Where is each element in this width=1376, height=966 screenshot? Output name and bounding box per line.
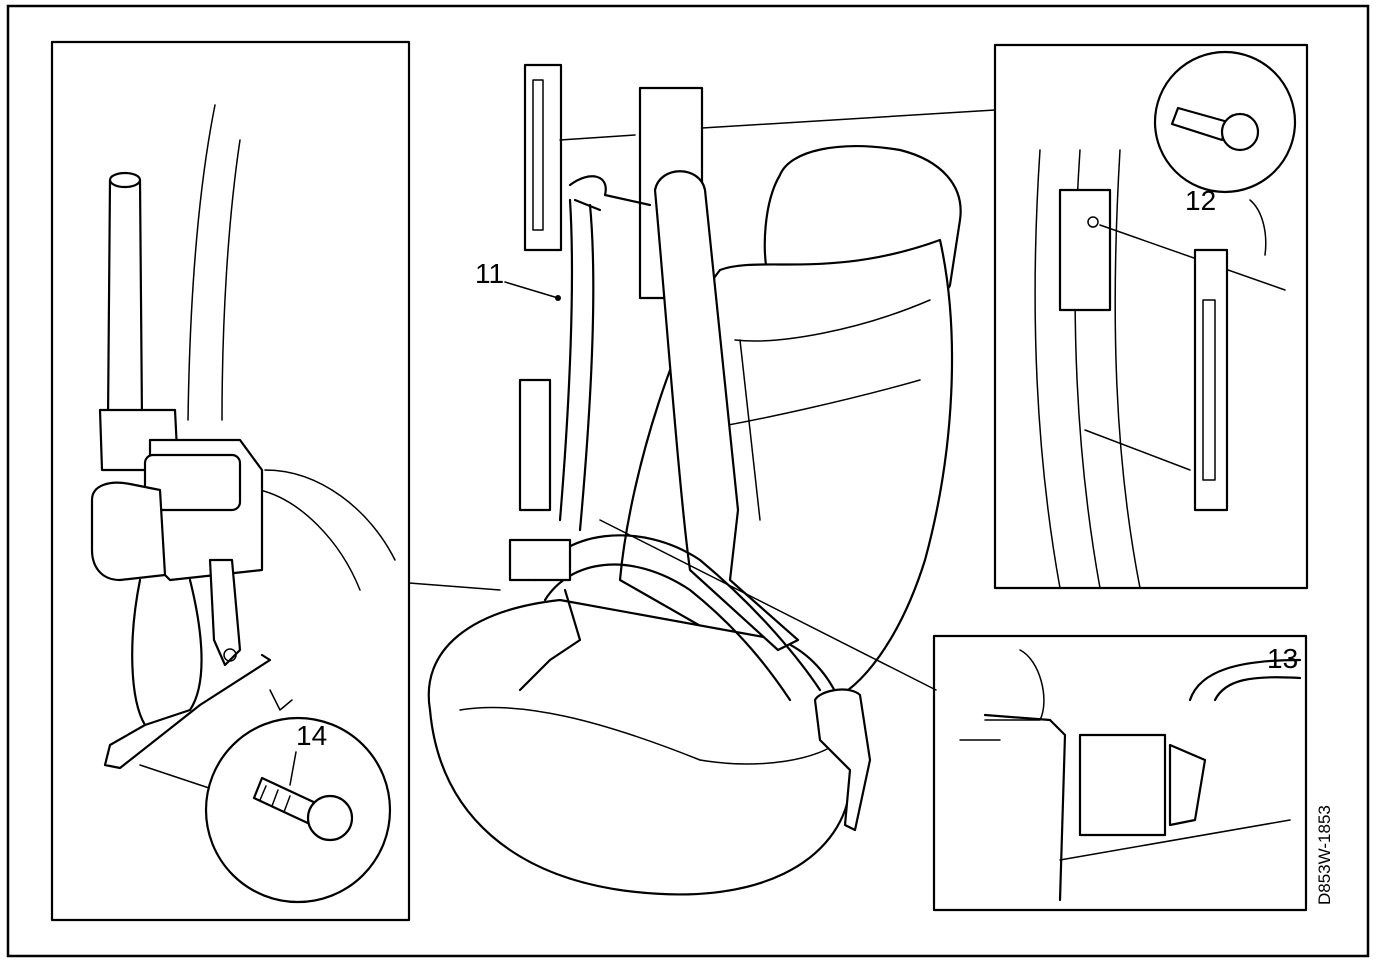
left-inset-retractor: 14: [50, 40, 411, 922]
callout-14: 14: [296, 720, 327, 751]
right-bottom-inset-connector: 13: [932, 634, 1308, 912]
callout-13: 13: [1267, 643, 1298, 674]
figure-code: D853W-1853: [1315, 805, 1334, 905]
outer-frame: [6, 4, 1370, 958]
right-top-inset-pillar: 12: [993, 43, 1309, 590]
callout-11: 11: [475, 258, 504, 289]
seat-assembly: 11: [408, 63, 996, 896]
callout-12: 12: [1185, 185, 1216, 216]
